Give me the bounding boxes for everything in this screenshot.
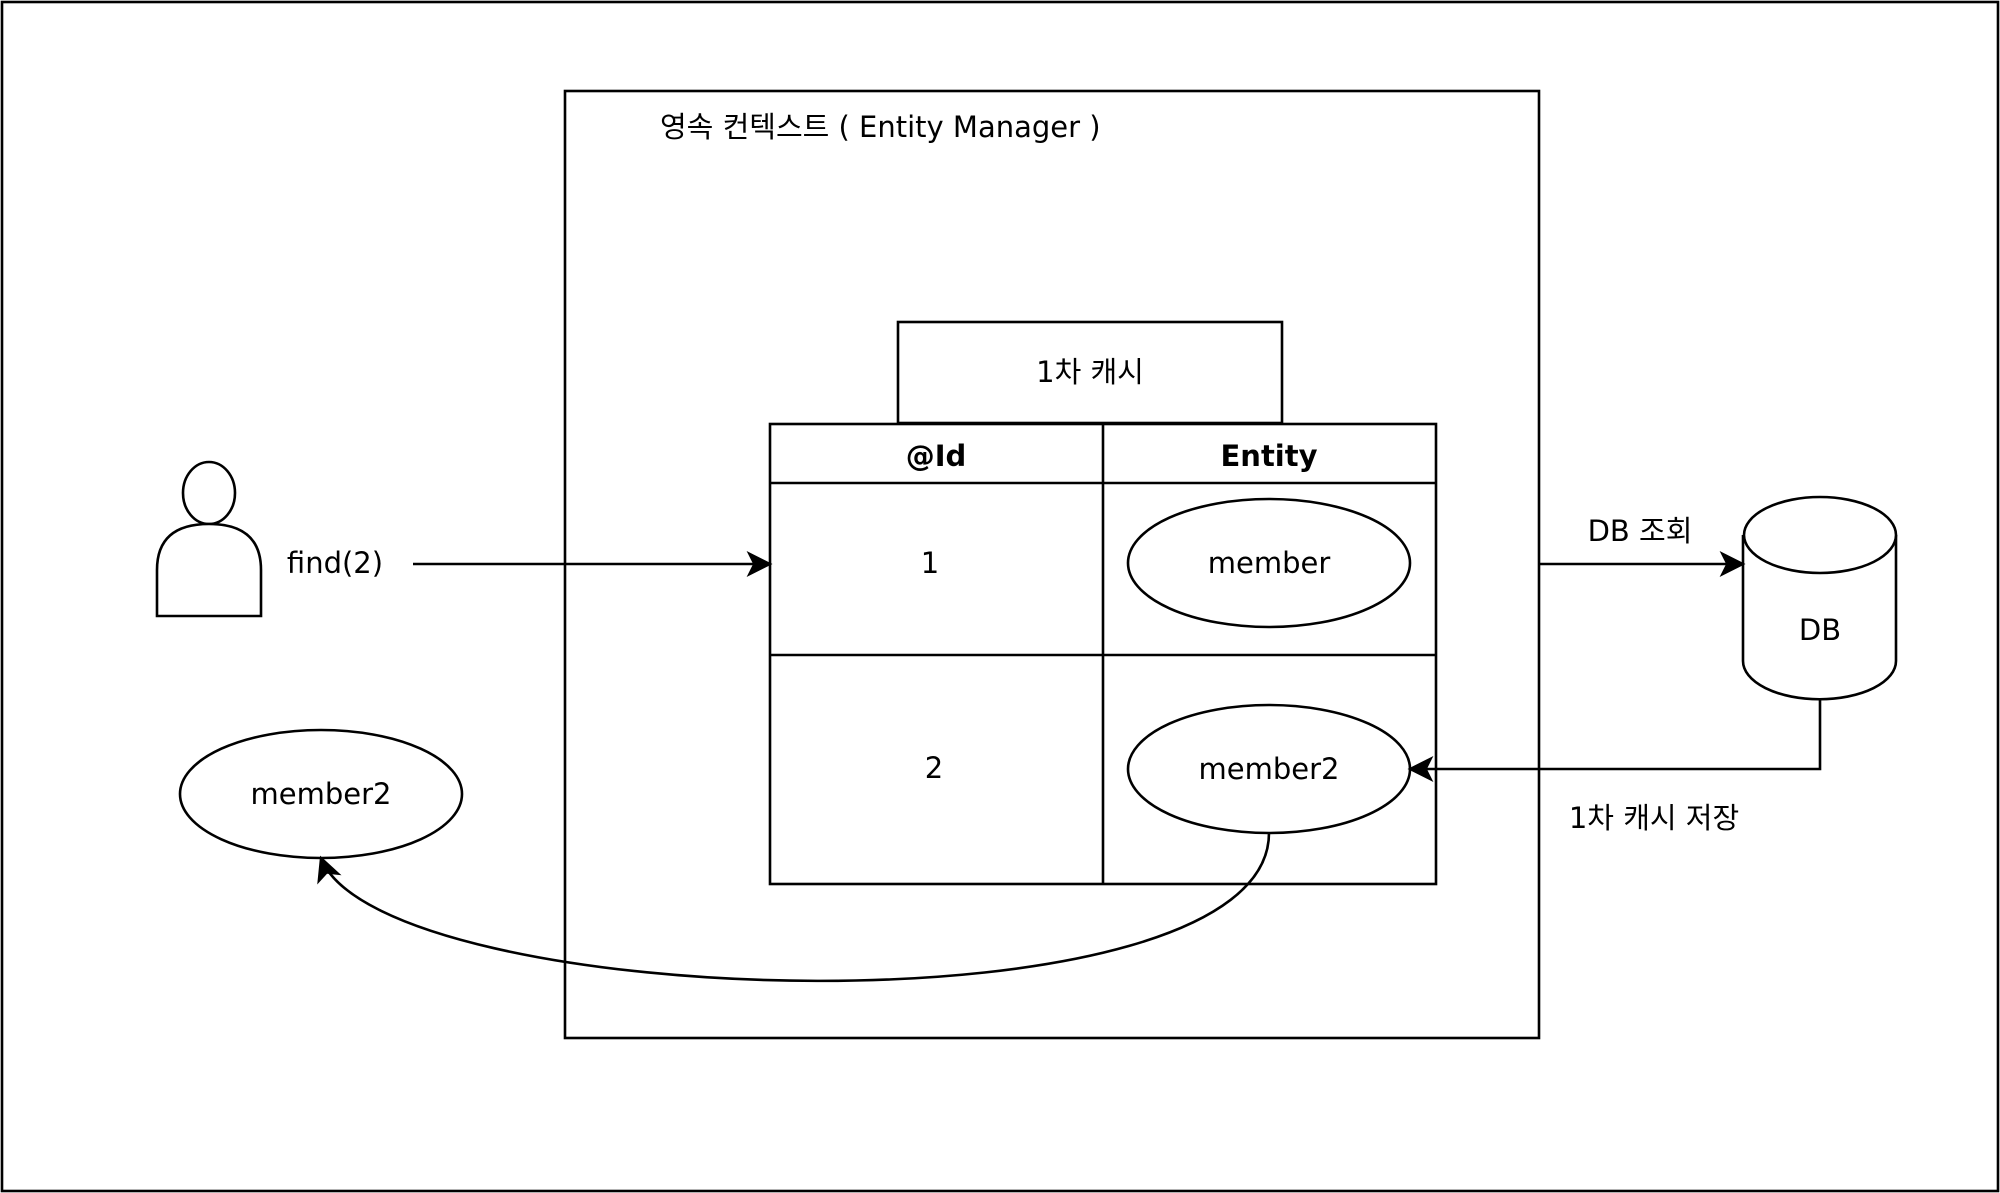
find-call-label: find(2) — [287, 546, 383, 580]
database-label: DB — [1799, 613, 1841, 647]
column-header-entity: Entity — [1220, 439, 1317, 473]
cache-store-label: 1차 캐시 저장 — [1569, 801, 1739, 835]
row-1-id: 1 — [921, 546, 939, 580]
user-head — [181, 460, 237, 526]
db-query-label: DB 조회 — [1588, 514, 1693, 548]
row-2-id: 2 — [925, 751, 943, 785]
entity-member-ellipse — [1126, 497, 1412, 629]
cache-title: 1차 캐시 — [1036, 355, 1144, 389]
cache-table: @Id Entity 1 member 2 member2 — [768, 422, 1438, 886]
cache-title-tab — [896, 320, 1284, 425]
user-icon — [155, 460, 263, 618]
cache-store-arrow — [1407, 700, 1822, 782]
persistence-context-title: 영속 컨텍스트 ( Entity Manager ) — [660, 110, 1101, 144]
column-header-id: @Id — [906, 439, 967, 473]
table-row: 1 member — [921, 497, 1412, 629]
return-entity-arrow — [317, 832, 1271, 983]
row-1-entity: member — [1208, 546, 1331, 580]
database-cylinder-body — [1741, 535, 1898, 701]
user-body — [155, 522, 263, 618]
row-2-entity: member2 — [1199, 752, 1340, 786]
database-cylinder — [1741, 495, 1898, 701]
database-cylinder-top — [1742, 495, 1898, 575]
returned-entity-label: member2 — [251, 777, 392, 811]
